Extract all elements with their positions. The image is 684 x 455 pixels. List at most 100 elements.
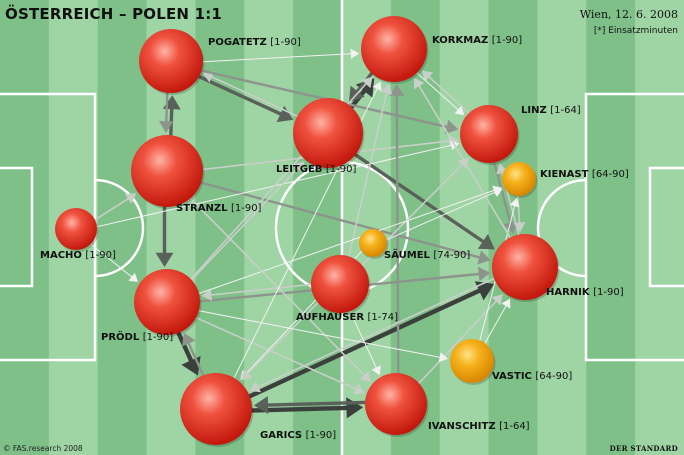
pass-arrowhead (445, 119, 459, 134)
pass-arrowhead (359, 371, 372, 383)
pass-arrowhead (509, 198, 520, 208)
player-node-kienast (502, 162, 536, 196)
player-name: PRÖDL (101, 332, 140, 343)
pass-line (189, 197, 366, 377)
pass-line (94, 198, 129, 221)
pass-line (416, 72, 459, 111)
pass-arrowhead (350, 48, 360, 59)
pass-line (418, 85, 511, 239)
player-minutes: [1-90] (230, 203, 262, 214)
player-minutes: [1-90] (85, 250, 116, 261)
pass-edge (513, 195, 526, 233)
pass-line (202, 53, 352, 63)
pass-edge (90, 243, 139, 282)
pass-arrowhead (128, 272, 139, 282)
player-node-stranzl (131, 135, 203, 207)
pass-arrowhead (201, 288, 212, 301)
player-node-prodl (134, 269, 200, 335)
pass-arrowhead (253, 396, 269, 414)
pass-arrowhead (202, 71, 215, 83)
pass-line (353, 153, 485, 244)
pass-line (198, 189, 495, 294)
publisher-logo: DER STANDARD (609, 444, 678, 453)
pass-arrowhead (474, 281, 495, 301)
pass-edge (416, 72, 465, 116)
pass-edge (421, 70, 470, 114)
pass-arrowhead (457, 157, 469, 169)
player-node-leitgeb (293, 98, 363, 168)
player-label-prodl: PRÖDL [1-90] (101, 332, 173, 343)
player-name: IVANSCHITZ (428, 421, 496, 432)
pass-edge (249, 277, 495, 393)
pitch-stripe (635, 0, 684, 455)
pass-edge (484, 298, 511, 344)
pass-line (210, 283, 312, 296)
pass-line (428, 76, 470, 114)
pass-line (211, 76, 299, 117)
player-node-pogatetz (139, 29, 203, 93)
pass-edge (190, 161, 305, 281)
pass-edge (198, 310, 448, 363)
copyright-notice: © FAS.research 2008 (3, 444, 83, 453)
player-name: LEITGEB (276, 164, 323, 175)
player-name: LINZ (521, 105, 547, 116)
pass-edge (195, 316, 365, 395)
pass-arrowhead (389, 84, 405, 96)
pass-line (176, 330, 194, 363)
pass-line (198, 310, 441, 358)
player-minutes: [1-90] (325, 164, 357, 175)
pass-arrowhead (249, 381, 261, 393)
pass-arrowhead (513, 222, 526, 233)
player-minutes: [1-74] (367, 312, 399, 323)
player-node-harnik (492, 234, 558, 300)
pass-line (418, 300, 497, 384)
pass-edge (418, 294, 503, 384)
pass-edge (349, 310, 381, 376)
pass-edge (389, 84, 405, 375)
player-label-garics: GARICS [1-90] (260, 430, 336, 441)
pass-edge (202, 48, 360, 63)
pass-edge (94, 193, 137, 221)
pass-arrowhead (491, 294, 503, 306)
player-node-macho (55, 208, 97, 250)
player-minutes: [1-90] (270, 37, 301, 48)
pass-line (165, 91, 169, 123)
pass-line (197, 74, 283, 116)
player-node-korkmaz (361, 16, 427, 82)
pass-arrowhead (454, 105, 465, 116)
pass-arrowhead (503, 220, 518, 234)
player-name: SÄUMEL (384, 250, 430, 261)
pitch-stripe (537, 0, 587, 455)
player-label-saumel: SÄUMEL [74-90] (384, 250, 470, 261)
pitch-stripe (586, 0, 636, 455)
pass-edge (386, 187, 503, 241)
pass-arrowhead (477, 250, 491, 265)
pass-edge (353, 153, 495, 250)
player-minutes: [64-90] (591, 169, 629, 180)
player-node-ivanschitz (365, 373, 427, 435)
pass-edge (241, 301, 319, 381)
pass-edge (197, 74, 294, 123)
match-date: Wien, 12. 6. 2008 (579, 8, 678, 21)
player-minutes: [1-90] (491, 35, 523, 46)
player-name: GARICS (260, 430, 303, 441)
player-label-aufhauser: AUFHAUSER [1-74] (296, 312, 398, 323)
pass-line (257, 277, 495, 388)
player-label-vastic: VASTIC [64-90] (492, 371, 572, 382)
pass-edge (155, 205, 174, 267)
player-name: STRANZL (176, 203, 228, 214)
pass-edge (414, 77, 511, 239)
pass-arrowhead (478, 266, 491, 282)
player-label-stranzl: STRANZL [1-90] (176, 203, 261, 214)
player-minutes: [1-64] (550, 105, 581, 116)
pass-line (199, 181, 481, 259)
pass-edge (199, 181, 491, 265)
pass-arrowhead (438, 352, 448, 363)
minutes-legend: [*] Einsatzminuten (593, 26, 678, 36)
pass-line (190, 167, 299, 281)
pass-edge (159, 91, 174, 133)
player-label-macho: MACHO [1-90] (40, 250, 116, 261)
player-minutes: [1-90] (593, 287, 624, 298)
player-label-korkmaz: KORKMAZ [1-90] (432, 35, 522, 46)
pass-arrowhead (492, 187, 503, 197)
